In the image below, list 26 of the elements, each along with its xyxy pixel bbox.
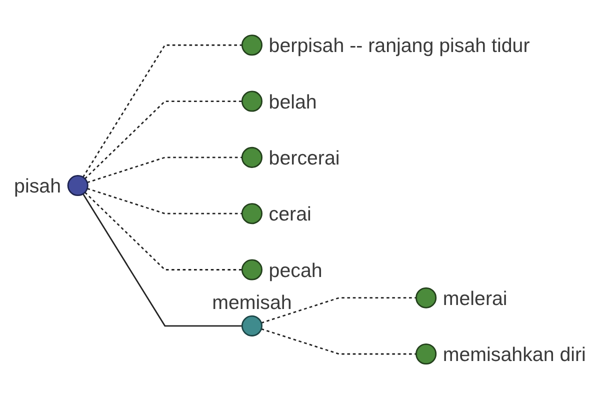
circle-node	[241, 34, 262, 56]
circle-node	[416, 287, 437, 308]
connector	[261, 297, 416, 324]
connector	[82, 194, 242, 327]
word-label: pisah	[14, 176, 62, 198]
circle-node	[241, 315, 262, 336]
word-label: belah	[268, 91, 317, 114]
circle-node	[241, 203, 262, 224]
circle-node	[241, 90, 262, 112]
connector	[87, 188, 242, 214]
connector	[84, 100, 242, 180]
word-label: memisah	[212, 292, 292, 314]
word-label: melerai	[442, 288, 508, 310]
word-label: memisahkan diri	[442, 344, 586, 366]
circle-node	[241, 146, 262, 168]
word-label: cerai	[268, 204, 312, 226]
circle-node	[241, 259, 262, 280]
connector	[84, 192, 242, 270]
connector	[87, 156, 242, 184]
circle-node	[416, 343, 437, 365]
connector	[261, 328, 416, 355]
word-label: pecah	[268, 260, 322, 282]
connector	[82, 44, 242, 178]
circle-node	[67, 175, 88, 196]
word-label: berpisah -- ranjang pisah tidur	[268, 35, 530, 58]
word-label: bercerai	[268, 147, 340, 170]
